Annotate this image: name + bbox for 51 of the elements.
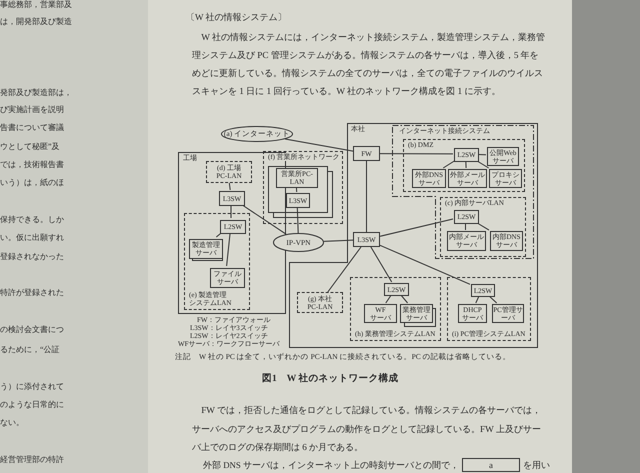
text-line: いう）は，紙のほ: [0, 178, 64, 188]
text-line: う）に添付されて: [0, 382, 64, 392]
network-zone: [440, 197, 526, 257]
text-line: 事総務部，営業部及: [0, 0, 72, 10]
body-paragraph: FW では，拒否した通信をログとして記録している。情報システムの各サーバでは，サーバへのアクセス及びプログラムの動作をログとして記録している。FW 上及びサーバ上でのログの保存期間は 6 か月である。: [192, 404, 542, 454]
connection-line: [366, 160, 367, 232]
connection-line: [296, 206, 299, 234]
text-line: 保持できる。しか: [0, 215, 64, 225]
body-paragraph: W 社の情報システムには，インターネット接続システム，製造管理システム，業務管理システム及び PC 管理システムがある。情報システムの各サーバは，導入後，5 年をめどに更新している。情報システムの全てのサーバは，全ての電子ファイルのウイルススキャンを 1 日に 1 回行っている。W 社のネットワーク構成を図 1 に示す。: [192, 31, 546, 98]
text-line: 登録されなかった: [0, 252, 64, 262]
network-zone: [184, 213, 250, 310]
section-heading: 〔W 社の情報システム〕: [186, 12, 287, 23]
text-line: の検討会文書につ: [0, 325, 64, 335]
connection-line: [442, 160, 455, 168]
connection-line: [488, 296, 498, 304]
connection-line: [370, 246, 392, 282]
connection-line: [230, 204, 232, 218]
text-line: 特許が登録された: [0, 288, 64, 298]
text-line: ない。: [0, 418, 24, 428]
connection-line: [385, 294, 392, 304]
text-line: び実施計画を説明: [0, 105, 64, 115]
text-line: のような日常的に: [0, 400, 64, 410]
text-line: 外部 DNS サーバは，インターネット上の時刻サーバとの間で，: [203, 459, 459, 471]
text-line: を用い: [523, 459, 550, 471]
network-zone: [447, 277, 531, 341]
connection-line: [323, 240, 354, 242]
connection-line: [380, 153, 454, 154]
text-line: 経営管理部の特許: [0, 455, 64, 465]
text-line: は，開発部及び製造: [0, 17, 72, 27]
text-line: ウとして秘匿”及: [0, 142, 60, 152]
text-line: るために，“公証: [0, 345, 60, 355]
connection-line: [400, 294, 408, 304]
connection-line: [284, 138, 354, 152]
text-line: 発部及び製造部は，: [0, 88, 72, 98]
text-line: では，技術報告書: [0, 160, 64, 170]
network-zone: [403, 139, 525, 192]
answer-box: a: [462, 458, 520, 472]
connection-line: [476, 222, 490, 231]
connection-line: [380, 218, 454, 237]
connection-line: [476, 160, 490, 168]
connection-line: [478, 154, 486, 156]
connection-line: [327, 246, 362, 292]
network-zone: [263, 151, 343, 224]
text-line: い。仮に出願すれ: [0, 233, 64, 243]
connection-line: [242, 204, 287, 235]
network-zone: [350, 277, 441, 341]
system-zone: [392, 125, 533, 259]
connection-line: [380, 244, 470, 285]
text-line: 告書について審議: [0, 123, 64, 133]
connection-line: [226, 232, 231, 266]
figure-caption: 図1 W 社のネットワーク構成: [262, 372, 398, 385]
